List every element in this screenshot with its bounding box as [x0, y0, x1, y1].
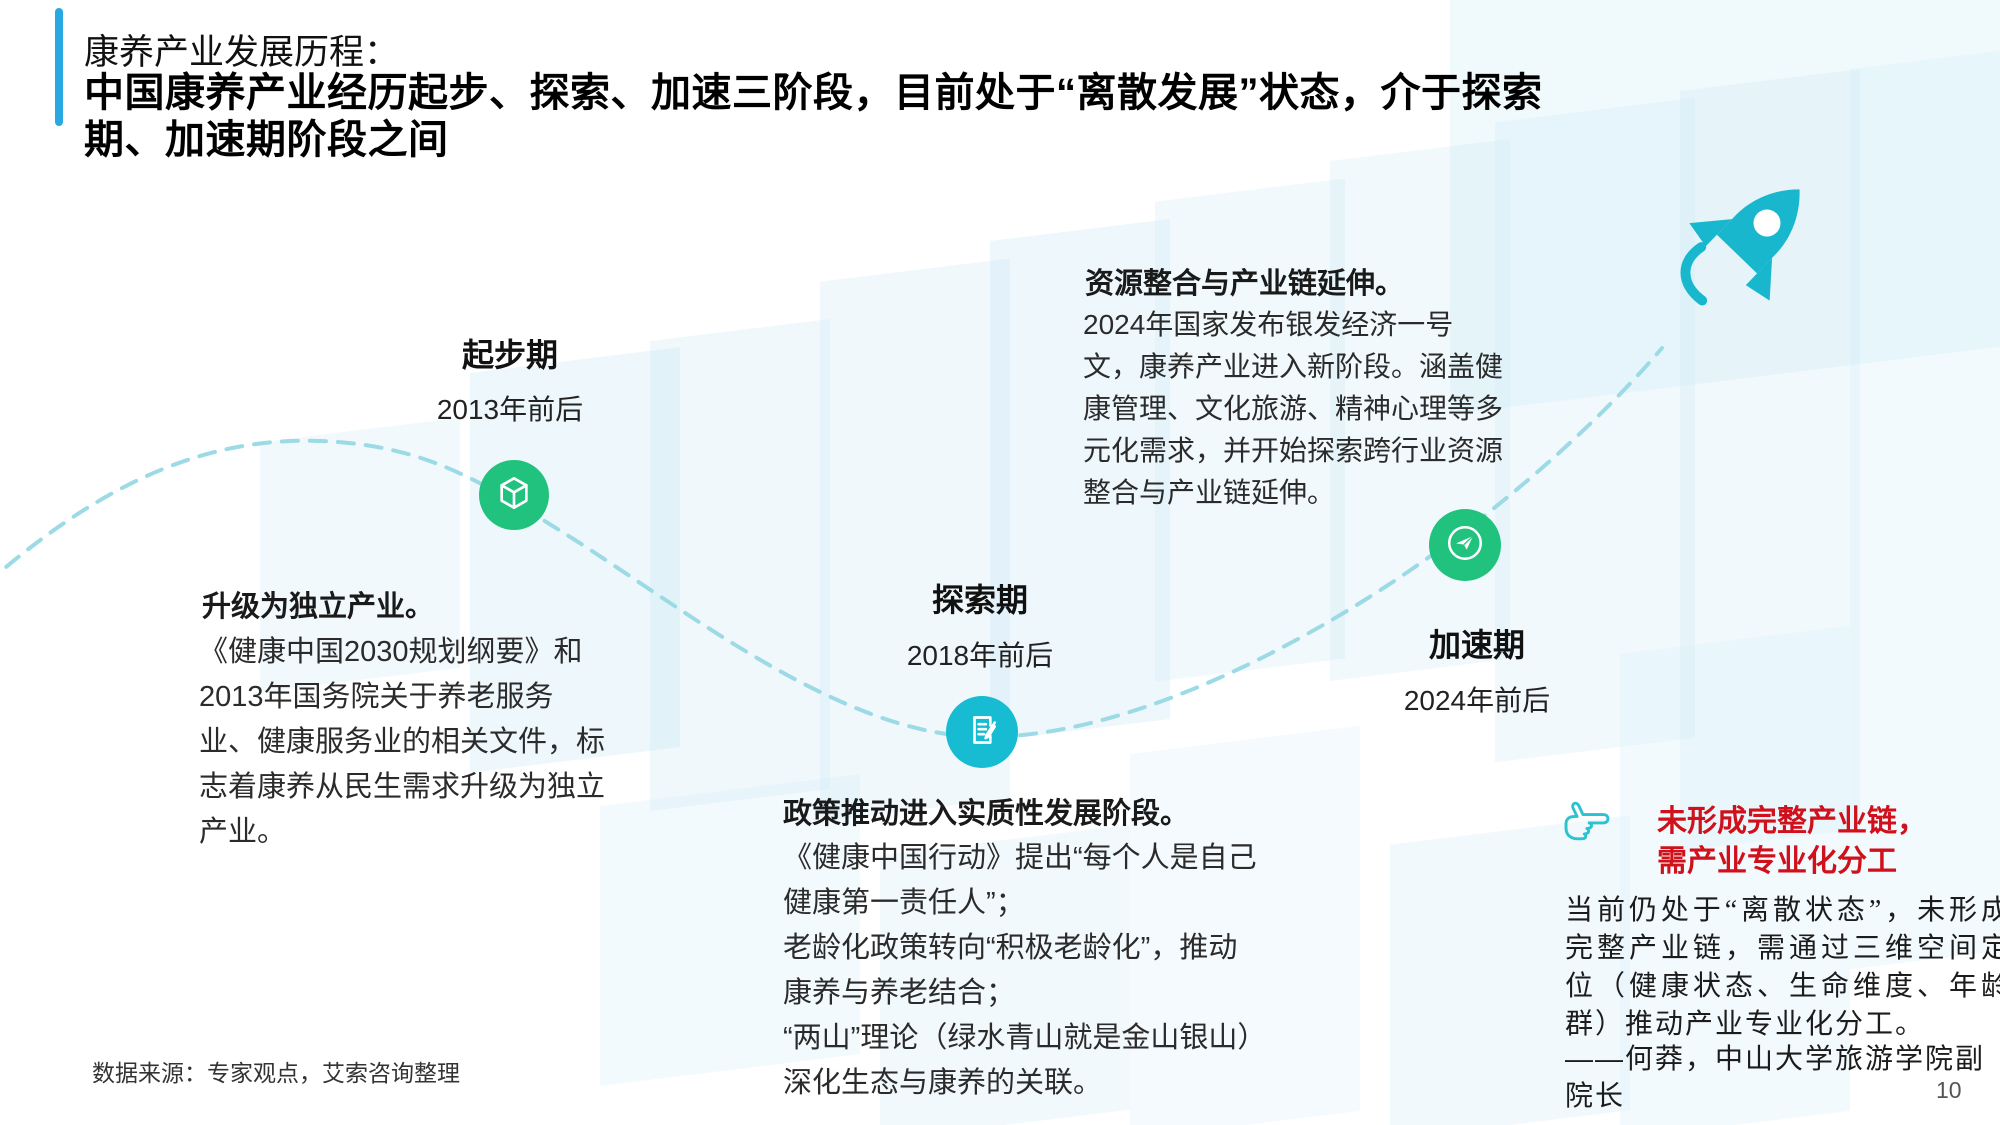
rocket-icon — [1680, 189, 1800, 306]
stage-marker-acceleration — [1429, 509, 1501, 581]
stage-label-acceleration: 加速期 — [1428, 627, 1525, 663]
callout-quote: 当前仍处于“离散状态”，未形成完整产业链，需通过三维空间定位（健康状态、生命维度… — [1565, 895, 2000, 1040]
paper-plane-icon — [1443, 521, 1487, 570]
stage-heading-acceleration: 资源整合与产业链延伸。 — [1085, 268, 1405, 300]
stage-body-acceleration: 2024年国家发布银发经济一号文，康养产业进入新阶段。涵盖健康管理、文化旅游、精… — [1083, 309, 1504, 508]
stage-label-startup: 起步期 — [461, 337, 558, 373]
page-title: 中国康养产业经历起步、探索、加速三阶段，目前处于“离散发展”状态，介于探索期、加… — [84, 71, 1543, 162]
stage-marker-startup — [479, 460, 549, 530]
callout-attribution: ——何莽，中山大学旅游学院副院长 — [1565, 1043, 1986, 1111]
stage-period-startup: 2013年前后 — [436, 394, 584, 425]
document-edit-icon — [962, 710, 1002, 755]
callout-title: 未形成完整产业链， 需产业专业化分工 — [1657, 805, 1927, 878]
stage-heading-startup: 升级为独立产业。 — [202, 591, 435, 623]
stage-heading-exploration: 政策推动进入实质性发展阶段。 — [783, 798, 1190, 830]
stage-label-exploration: 探索期 — [931, 582, 1028, 618]
page-number: 10 — [1936, 1077, 1962, 1103]
stage-marker-exploration — [946, 696, 1018, 768]
stage-body-exploration: 《健康中国行动》提出“每个人是自己健康第一责任人”； 老龄化政策转向“积极老龄化… — [783, 842, 1257, 1099]
cube-icon — [494, 473, 534, 518]
stage-body-startup: 《健康中国2030规划纲要》和2013年国务院关于养老服务业、健康服务业的相关文… — [199, 636, 606, 848]
accent-bar — [55, 8, 63, 126]
kicker: 康养产业发展历程： — [84, 33, 400, 72]
stage-period-acceleration: 2024年前后 — [1403, 685, 1551, 716]
pointing-hand-icon — [1558, 798, 1616, 851]
source-note: 数据来源：专家观点，艾索咨询整理 — [92, 1060, 460, 1086]
stage-period-exploration: 2018年前后 — [906, 640, 1054, 671]
